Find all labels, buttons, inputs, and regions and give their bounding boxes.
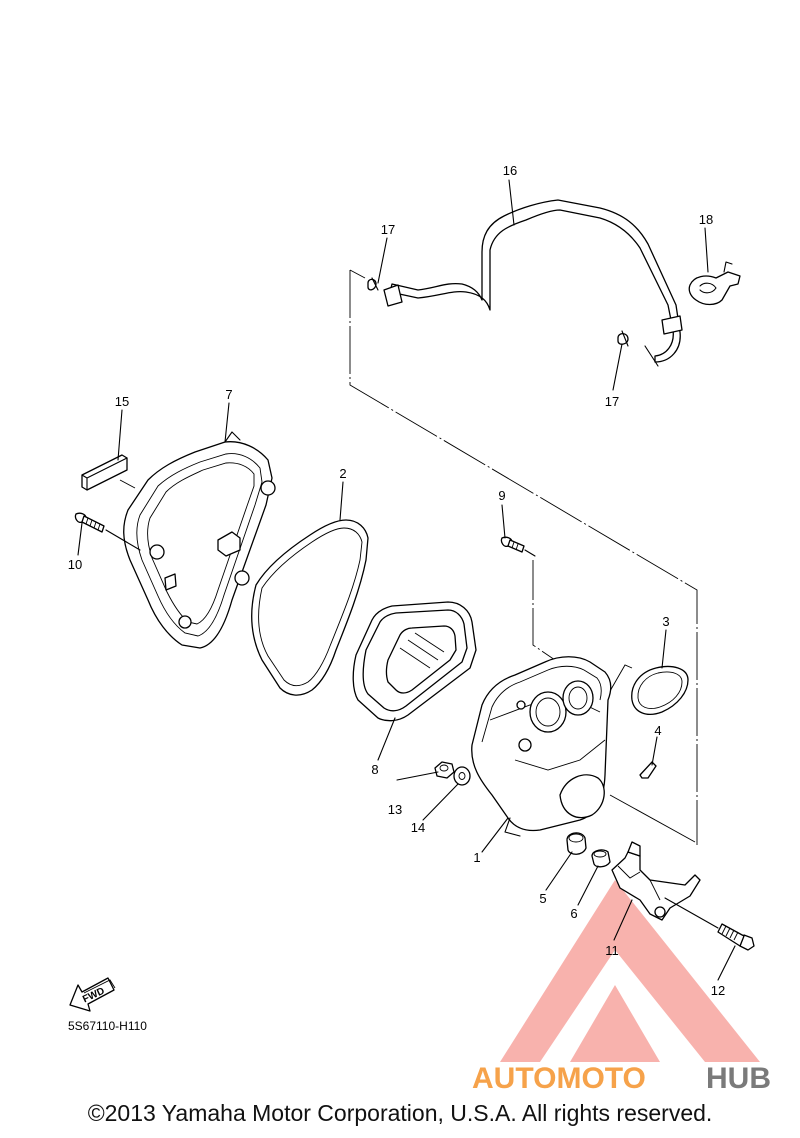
- air-cleaner-cover: [123, 431, 276, 649]
- bracket-11: [611, 841, 701, 921]
- callout-12: 12: [711, 983, 725, 998]
- callout-4: 4: [654, 723, 661, 738]
- air-filter-element: [352, 601, 477, 722]
- callout-17-bottom: 17: [605, 394, 619, 409]
- callout-8: 8: [371, 762, 378, 777]
- callout-14: 14: [411, 820, 425, 835]
- callout-15: 15: [115, 394, 129, 409]
- callout-18: 18: [699, 212, 713, 227]
- collar-6: [591, 849, 611, 868]
- screw-10: [74, 512, 141, 551]
- callout-16: 16: [503, 163, 517, 178]
- fwd-label: FWD: [81, 986, 106, 1006]
- callouts: 16 17 18 17 15 7 2 9 10 3 4 8 13 14 1 5 …: [68, 163, 725, 998]
- o-ring: [631, 665, 689, 715]
- air-cleaner-case: [471, 656, 612, 837]
- callout-6: 6: [570, 906, 577, 921]
- watermark-logo: AUTOMOTO HUB: [472, 1062, 771, 1095]
- washer-14: [453, 766, 471, 786]
- diagram-code: 5S67110-H110: [68, 1019, 147, 1033]
- callout-9: 9: [498, 488, 505, 503]
- callout-10: 10: [68, 557, 82, 572]
- callout-5: 5: [539, 891, 546, 906]
- breather-hose: [383, 199, 683, 367]
- copyright-notice: ©2013 Yamaha Motor Corporation, U.S.A. A…: [87, 1100, 713, 1126]
- callout-2: 2: [339, 466, 346, 481]
- callout-17-top: 17: [381, 222, 395, 237]
- hose-clip-17a: [367, 277, 379, 291]
- foam-pad: [81, 454, 128, 491]
- bolt-12: [664, 897, 755, 951]
- nut-13: [434, 761, 455, 779]
- grommet-5: [566, 832, 587, 855]
- callout-3: 3: [662, 614, 669, 629]
- cover-gasket: [251, 519, 369, 696]
- screw-9: [500, 536, 536, 557]
- callout-13: 13: [388, 802, 402, 817]
- watermark-triangle: [500, 880, 760, 1062]
- fwd-arrow-icon: FWD: [69, 977, 116, 1012]
- callout-11: 11: [605, 943, 619, 958]
- watermark-text-part2: HUB: [706, 1062, 771, 1095]
- callout-1: 1: [473, 850, 480, 865]
- callout-7: 7: [225, 387, 232, 402]
- clip-4: [639, 761, 657, 779]
- hose-clip-17b: [617, 330, 629, 347]
- watermark-text-part1: AUTOMOTO: [472, 1062, 646, 1095]
- hose-holder: [688, 261, 741, 306]
- assembly-outline: [119, 269, 698, 845]
- leader-lines: [77, 179, 736, 981]
